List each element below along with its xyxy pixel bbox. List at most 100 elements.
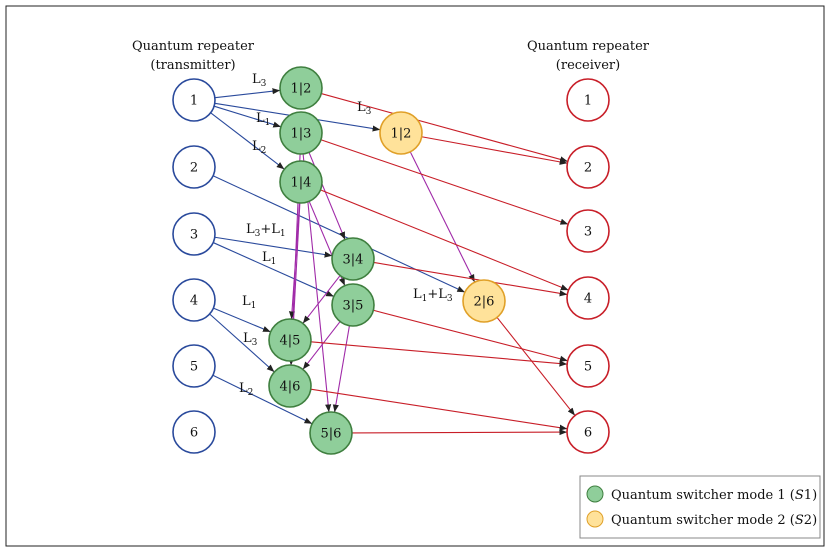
edge-s1_14-r4	[320, 189, 569, 291]
receiver-node-5-circle	[566, 344, 610, 388]
receiver-node-1-label: 1	[584, 94, 592, 109]
edge-s1_34-r4	[373, 261, 568, 297]
switch-mode2-node-12-circle	[379, 111, 423, 155]
edge-t1-s1_14	[210, 112, 285, 170]
legend: Quantum switcher mode 1 (S1) Quantum swi…	[579, 475, 821, 539]
transmitter-node-1-label: 1	[190, 94, 198, 109]
edge-s2_12-r2	[421, 136, 568, 165]
receiver-node-2-label: 2	[584, 161, 592, 176]
switch-mode2-node-26-label: 2|6	[474, 295, 495, 310]
transmitter-node-5-circle	[172, 344, 216, 388]
edge-s1_35-r5	[373, 309, 568, 362]
edge-label-t1_s14: L2	[252, 139, 266, 156]
edge-label-t5_s56: L2	[239, 381, 253, 398]
outer-frame	[5, 5, 825, 547]
switch-mode1-node-45: 4|5	[268, 318, 312, 362]
transmitter-nodes: 1 2 3 4 5 6	[172, 78, 216, 454]
legend-mode2-swatch	[586, 510, 604, 528]
transmitter-node-3: 3	[172, 212, 216, 256]
switch-mode2-node-26-circle	[462, 279, 506, 323]
transmitter-header-line2: (transmitter)	[150, 58, 235, 73]
edge-s2_12-s2_26	[409, 151, 476, 283]
switch-mode1-node-13-label: 1|3	[291, 127, 312, 142]
switch-mode1-node-12: 1|2	[279, 66, 323, 110]
receiver-node-6-circle	[566, 410, 610, 454]
legend-mode1-swatch	[586, 485, 604, 503]
switch-mode1-node-45-label: 4|5	[280, 334, 301, 349]
edge-label-t3_s35: L1	[262, 250, 276, 267]
edge-s1_46-r6	[310, 388, 568, 431]
receiver-node-5-label: 5	[584, 360, 592, 375]
edge-label-t1_s12: L3	[252, 72, 267, 89]
edge-label-t2_y26: L1+L3	[413, 287, 453, 304]
receiver-nodes: 1 2 3 4 5 6	[566, 78, 610, 454]
receiver-header-line2: (receiver)	[556, 58, 620, 73]
transmitter-node-4-circle	[172, 278, 216, 322]
edge-label-t1_y12: L3	[357, 100, 372, 117]
receiver-node-3-label: 3	[584, 225, 592, 240]
switch-mode1-node-35: 3|5	[331, 283, 375, 327]
edge-t2-s2_26	[212, 175, 466, 293]
legend-mode2-label: Quantum switcher mode 2 (S2)	[611, 513, 817, 528]
switch-mode1-node-12-circle	[279, 66, 323, 110]
edge-s1_45-r5	[310, 341, 568, 367]
switch-mode1-node-12-label: 1|2	[291, 82, 312, 97]
transmitter-node-1: 1	[172, 78, 216, 122]
transmitter-node-6-circle	[172, 410, 216, 454]
receiver-node-2-circle	[566, 145, 610, 189]
transmitter-node-1-circle	[172, 78, 216, 122]
receiver-node-1-circle	[566, 78, 610, 122]
legend-mode1-label: Quantum switcher mode 1 (S1)	[611, 488, 817, 503]
receiver-node-4: 4	[566, 276, 610, 320]
edge-label-t3_s34: L3+L1	[246, 222, 286, 239]
switch-mode1-node-13: 1|3	[279, 111, 323, 155]
transmitter-node-2-label: 2	[190, 161, 198, 176]
receiver-node-2: 2	[566, 145, 610, 189]
edge-s1_35-s1_56	[332, 325, 350, 413]
transmitter-node-2-circle	[172, 145, 216, 189]
switch-mode1-node-14: 1|4	[279, 160, 323, 204]
switch-mode1-node-45-circle	[268, 318, 312, 362]
receiver-node-6-label: 6	[584, 426, 592, 441]
receiver-header-line1: Quantum repeater	[527, 39, 650, 54]
transmitter-node-5-label: 5	[190, 360, 198, 375]
switch-mode1-node-13-circle	[279, 111, 323, 155]
edge-t4-s1_45	[213, 307, 271, 333]
transmitter-node-3-label: 3	[190, 228, 198, 243]
switch-mode1-node-56-label: 5|6	[321, 427, 342, 442]
edge-s1_14-s1_45	[288, 202, 301, 320]
transmitter-header-line1: Quantum repeater	[132, 39, 255, 54]
edge-s1_34-s1_45	[302, 275, 341, 324]
receiver-node-4-label: 4	[584, 292, 592, 307]
transmitter-node-6: 6	[172, 410, 216, 454]
transmitter-node-3-circle	[172, 212, 216, 256]
edge-label-t4_s46: L3	[243, 331, 258, 348]
receiver-node-4-circle	[566, 276, 610, 320]
edge-s1_12-r2	[321, 93, 568, 163]
switch-mode1-node-46: 4|6	[268, 364, 312, 408]
edge-t1-s1_13	[213, 105, 282, 128]
edge-s1_56-r6	[351, 429, 568, 436]
receiver-node-1: 1	[566, 78, 610, 122]
switch-mode1-node-56-circle	[309, 411, 353, 455]
switch-mode1-node-46-label: 4|6	[280, 380, 301, 395]
switch-mode2-node-26: 2|6	[462, 279, 506, 323]
edge-t4-s1_46	[209, 313, 275, 373]
switch-mode1-node-35-label: 3|5	[343, 299, 364, 314]
edge-s1_35-s1_46	[302, 321, 341, 370]
switch-mode1-node-34: 3|4	[331, 237, 375, 281]
receiver-node-3-circle	[566, 209, 610, 253]
transmitter-node-5: 5	[172, 344, 216, 388]
legend-box	[579, 475, 821, 539]
switch-nodes: 1|21|31|43|43|54|54|65|61|22|6	[268, 66, 506, 455]
edge-label-t1_s13: L1	[256, 111, 270, 128]
edge-label-t4_s45: L1	[242, 294, 256, 311]
transmitter-node-4-label: 4	[190, 294, 198, 309]
transmitter-node-4: 4	[172, 278, 216, 322]
edge-t1-s1_12	[214, 88, 281, 99]
edge-s1_13-r3	[320, 139, 569, 225]
switch-mode1-node-34-circle	[331, 237, 375, 281]
switch-mode1-node-46-circle	[268, 364, 312, 408]
